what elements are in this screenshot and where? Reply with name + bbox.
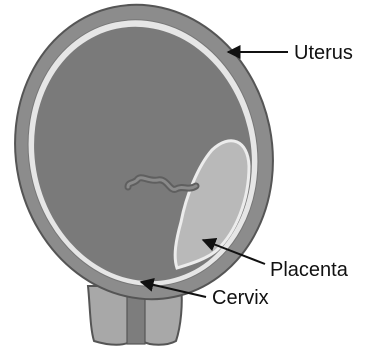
cervix-label: Cervix [212, 287, 269, 309]
placenta-label: Placenta [270, 259, 349, 281]
uterus-label: Uterus [294, 42, 353, 64]
